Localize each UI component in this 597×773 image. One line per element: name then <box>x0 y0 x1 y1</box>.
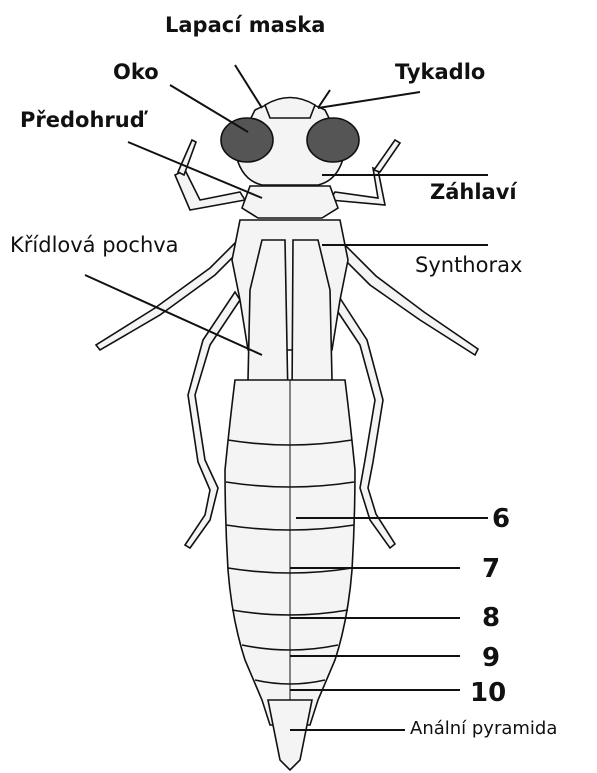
leader-antenna <box>318 92 420 108</box>
label-mask: Lapací maska <box>165 15 325 36</box>
label-segment-6: 6 <box>492 506 510 532</box>
label-synthorax: Synthorax <box>415 255 522 276</box>
right-front-leg <box>330 168 385 205</box>
label-eye: Oko <box>113 62 159 83</box>
label-segment-7: 7 <box>482 556 500 582</box>
right-front-tarsus <box>374 140 400 172</box>
right-antenna <box>318 90 330 108</box>
label-segment-10: 10 <box>470 680 506 706</box>
anal-pyramid-shape <box>268 700 312 770</box>
label-prothorax: Předohruď <box>20 110 145 131</box>
label-segment-9: 9 <box>482 645 500 671</box>
label-wing-sheath: Křídlová pochva <box>10 235 179 256</box>
left-antenna <box>235 65 262 108</box>
label-antenna: Tykadlo <box>395 62 485 83</box>
prothorax-shape <box>242 186 338 218</box>
label-segment-8: 8 <box>482 605 500 631</box>
leader-eye <box>170 85 248 132</box>
left-eye <box>221 118 273 162</box>
right-eye <box>307 118 359 162</box>
label-anal-pyramid: Anální pyramida <box>410 720 557 738</box>
label-occiput: Záhlaví <box>430 182 517 203</box>
labrum <box>265 98 315 119</box>
